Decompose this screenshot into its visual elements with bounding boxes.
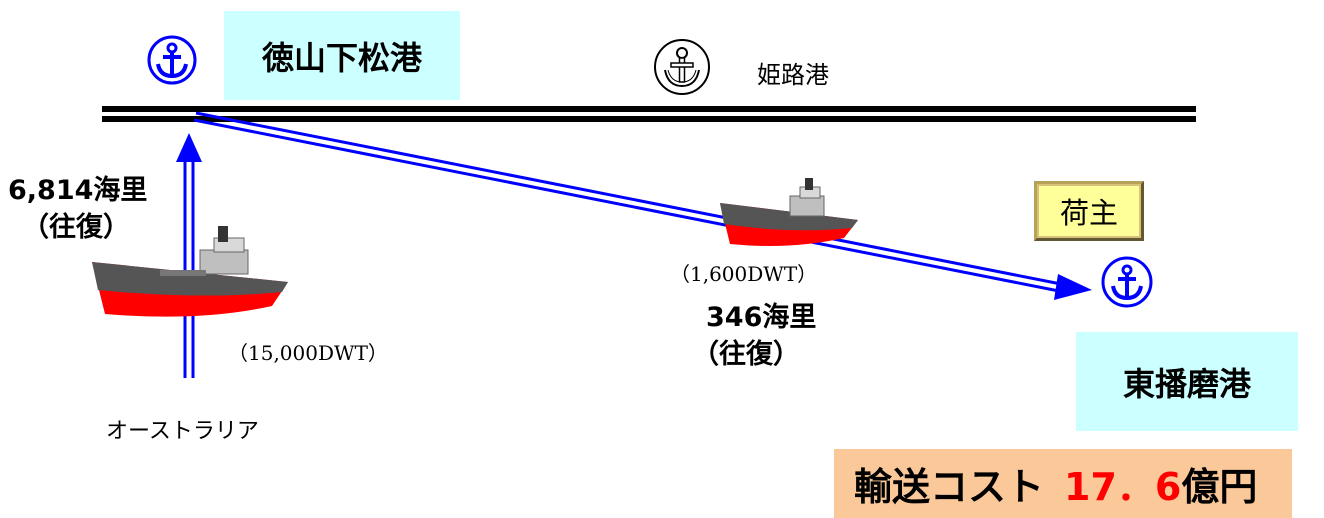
cost-unit: 億円	[1181, 465, 1258, 509]
anchor-icon	[654, 39, 710, 95]
small-ship-capacity: （1,600DWT）	[670, 262, 818, 286]
port-label-higashiharima: 東播磨港	[1076, 332, 1298, 431]
transport-cost-box: 輸送コスト 17．6 億円	[834, 449, 1292, 518]
shipper-box: 荷主	[1034, 181, 1144, 241]
coastal-round-trip: （往復）	[692, 339, 800, 370]
origin-label: オーストラリア	[106, 419, 259, 444]
australia-round-trip: （往復）	[22, 212, 130, 243]
large-ship-capacity: （15,000DWT）	[228, 341, 388, 365]
coastal-route	[193, 111, 1092, 300]
australia-distance: 6,814海里	[8, 175, 148, 206]
cost-value: 17．6	[1064, 465, 1182, 509]
route-arrowhead	[176, 133, 202, 162]
anchor-icon	[147, 35, 197, 85]
coastline	[102, 106, 1196, 122]
cost-label: 輸送コスト	[854, 465, 1045, 509]
small-ship	[720, 178, 858, 246]
anchor-icon	[1101, 256, 1153, 308]
shipper-label: 荷主	[1059, 196, 1118, 230]
large-ship	[92, 226, 288, 317]
port-label-tokuyama: 徳山下松港	[224, 11, 460, 100]
coastal-distance: 346海里	[706, 302, 817, 333]
australia-route	[176, 133, 202, 378]
route-arrowhead	[1054, 274, 1092, 300]
port-label-himeji: 姫路港	[757, 61, 829, 89]
